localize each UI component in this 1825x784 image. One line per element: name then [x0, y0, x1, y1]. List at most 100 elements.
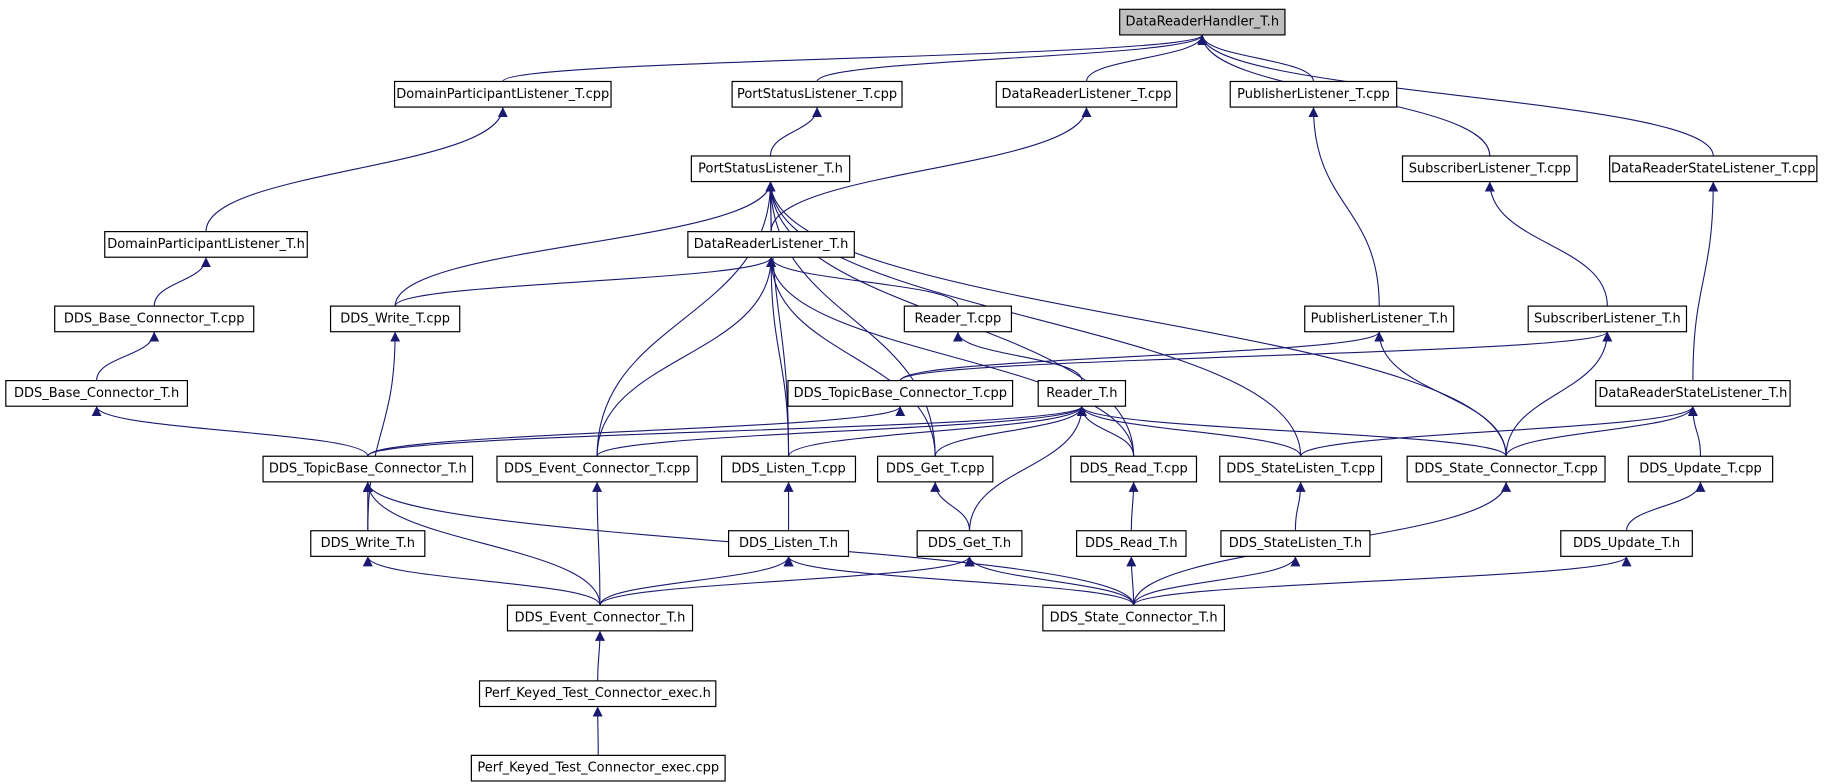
edge-dlcpp-to-drl	[766, 257, 790, 457]
node-drl[interactable]: DataReaderListener_T.h	[687, 231, 855, 258]
node-pslcpp[interactable]: PortStatusListener_T.cpp	[731, 80, 903, 108]
node-slcpp[interactable]: SubscriberListener_T.cpp	[1401, 155, 1578, 183]
edge-dsc-to-dg	[964, 556, 1135, 606]
node-box	[1527, 305, 1688, 333]
node-label: DDS_Get_T.h	[928, 536, 1011, 551]
node-box	[876, 455, 994, 483]
edge-dlcpp-to-psl	[765, 181, 790, 457]
edge-dbccpp-to-dpl	[153, 257, 211, 307]
node-dpl[interactable]: DomainParticipantListener_T.h	[104, 231, 308, 258]
edge-decpp-to-reader	[596, 405, 1087, 457]
node-psl[interactable]: PortStatusListener_T.h	[690, 155, 851, 183]
edge-dsc-to-dr	[1126, 556, 1137, 606]
node-box	[1406, 455, 1606, 483]
node-box	[478, 680, 717, 708]
node-box	[329, 305, 461, 333]
node-box	[687, 231, 855, 258]
node-reader[interactable]: Reader_T.h	[1037, 379, 1127, 407]
edge-dg-to-dgcpp	[930, 481, 971, 531]
edge-pslcpp-to-drh	[816, 34, 1208, 82]
node-dplcpp[interactable]: DomainParticipantListener_T.cpp	[393, 80, 612, 108]
edge-sl-to-slcpp	[1484, 181, 1608, 307]
node-box	[506, 604, 694, 632]
node-sl[interactable]: SubscriberListener_T.h	[1527, 305, 1688, 333]
node-dbc[interactable]: DDS_Base_Connector_T.h	[5, 379, 188, 407]
edge-drcpp-to-drl	[766, 257, 1135, 457]
node-dsc[interactable]: DDS_State_Connector_T.h	[1042, 604, 1226, 632]
edge-dtbccpp-to-pl	[899, 331, 1385, 382]
node-label: DataReaderStateListener_T.cpp	[1611, 161, 1815, 176]
edge-dsl-to-dslcpp	[1294, 481, 1306, 531]
edge-dslcpp-to-drsl	[1300, 405, 1698, 457]
node-dr[interactable]: DDS_Read_T.h	[1076, 530, 1187, 557]
edge-pl-to-plcpp	[1308, 107, 1380, 307]
node-label: DataReaderListener_T.h	[694, 237, 849, 252]
node-pktce[interactable]: Perf_Keyed_Test_Connector_exec.h	[478, 680, 717, 708]
node-drh[interactable]: DataReaderHandler_T.h	[1119, 8, 1286, 36]
node-label: DataReaderHandler_T.h	[1126, 15, 1280, 30]
node-dec[interactable]: DDS_Event_Connector_T.h	[506, 604, 694, 632]
node-dgcpp[interactable]: DDS_Get_T.cpp	[876, 455, 994, 483]
node-label: PublisherListener_T.cpp	[1237, 87, 1390, 102]
node-drlcpp[interactable]: DataReaderListener_T.cpp	[995, 80, 1178, 108]
edge-dlcpp-to-reader	[787, 405, 1087, 457]
node-box	[995, 80, 1178, 108]
edge-dslcpp-to-reader	[1076, 406, 1302, 457]
node-dl[interactable]: DDS_Listen_T.h	[728, 530, 850, 557]
node-decpp[interactable]: DDS_Event_Connector_T.cpp	[496, 455, 698, 483]
edge-dwcpp-to-psl	[394, 181, 776, 307]
node-label: DDS_Write_T.cpp	[340, 311, 450, 326]
edge-decpp-to-psl	[596, 181, 776, 457]
node-dtbc[interactable]: DDS_TopicBase_Connector_T.h	[262, 455, 474, 483]
node-drcpp[interactable]: DDS_Read_T.cpp	[1070, 455, 1198, 483]
node-drslcpp[interactable]: DataReaderStateListener_T.cpp	[1609, 155, 1818, 183]
node-box	[1220, 530, 1371, 557]
edge-dgcpp-to-drl	[766, 257, 936, 457]
node-label: DDS_Listen_T.h	[739, 536, 838, 551]
node-box	[1609, 155, 1818, 183]
node-label: DataReaderStateListener_T.h	[1598, 386, 1787, 401]
edge-dec-to-dl	[599, 556, 794, 606]
edge-drlcpp-to-drh	[1085, 34, 1208, 82]
node-dslcpp[interactable]: DDS_StateListen_T.cpp	[1219, 455, 1383, 483]
node-dwcpp[interactable]: DDS_Write_T.cpp	[329, 305, 461, 333]
node-dg[interactable]: DDS_Get_T.h	[916, 530, 1023, 557]
node-label: DDS_Read_T.cpp	[1080, 462, 1188, 477]
node-rcpp[interactable]: Reader_T.cpp	[903, 305, 1013, 333]
node-box	[721, 455, 857, 483]
edge-dtbc-to-dbc	[91, 405, 369, 457]
edge-drl-to-drlcpp	[770, 107, 1092, 232]
node-label: PublisherListener_T.h	[1311, 311, 1448, 326]
node-dlcpp[interactable]: DDS_Listen_T.cpp	[721, 455, 857, 483]
edge-drsl-to-drslcpp	[1692, 181, 1719, 381]
node-drsl[interactable]: DataReaderStateListener_T.h	[1595, 379, 1791, 407]
node-dbccpp[interactable]: DDS_Base_Connector_T.cpp	[54, 305, 255, 333]
node-box	[1219, 455, 1383, 483]
node-label: DDS_Update_T.cpp	[1639, 462, 1762, 477]
node-pktcecpp[interactable]: Perf_Keyed_Test_Connector_exec.cpp	[470, 754, 726, 782]
node-ducpp[interactable]: DDS_Update_T.cpp	[1627, 455, 1774, 483]
node-box	[1070, 455, 1198, 483]
edge-decpp-to-drl	[596, 257, 777, 457]
edge-dtbc-to-reader	[367, 405, 1087, 457]
node-dtbccpp[interactable]: DDS_TopicBase_Connector_T.cpp	[787, 379, 1014, 407]
edge-dec-to-decpp	[592, 481, 603, 606]
node-layer: DataReaderHandler_T.hDomainParticipantLi…	[5, 8, 1818, 782]
node-label: DDS_Update_T.h	[1573, 536, 1680, 551]
edge-dgcpp-to-reader	[934, 406, 1087, 457]
node-plcpp[interactable]: PublisherListener_T.cpp	[1229, 80, 1398, 108]
node-pl[interactable]: PublisherListener_T.h	[1304, 305, 1455, 333]
node-box	[903, 305, 1013, 333]
node-label: DomainParticipantListener_T.cpp	[396, 87, 609, 102]
node-du[interactable]: DDS_Update_T.h	[1560, 530, 1693, 557]
node-dsccpp[interactable]: DDS_State_Connector_T.cpp	[1406, 455, 1606, 483]
edge-dec-to-dtbc	[362, 481, 601, 606]
node-label: DDS_Get_T.cpp	[886, 462, 985, 477]
edge-dsc-to-dl	[783, 556, 1135, 606]
edge-dsc-to-dsl	[1133, 556, 1301, 606]
node-box	[1595, 379, 1791, 407]
node-dw[interactable]: DDS_Write_T.h	[310, 530, 426, 557]
node-label: Perf_Keyed_Test_Connector_exec.h	[484, 686, 710, 701]
node-box	[1401, 155, 1578, 183]
node-dsl[interactable]: DDS_StateListen_T.h	[1220, 530, 1371, 557]
